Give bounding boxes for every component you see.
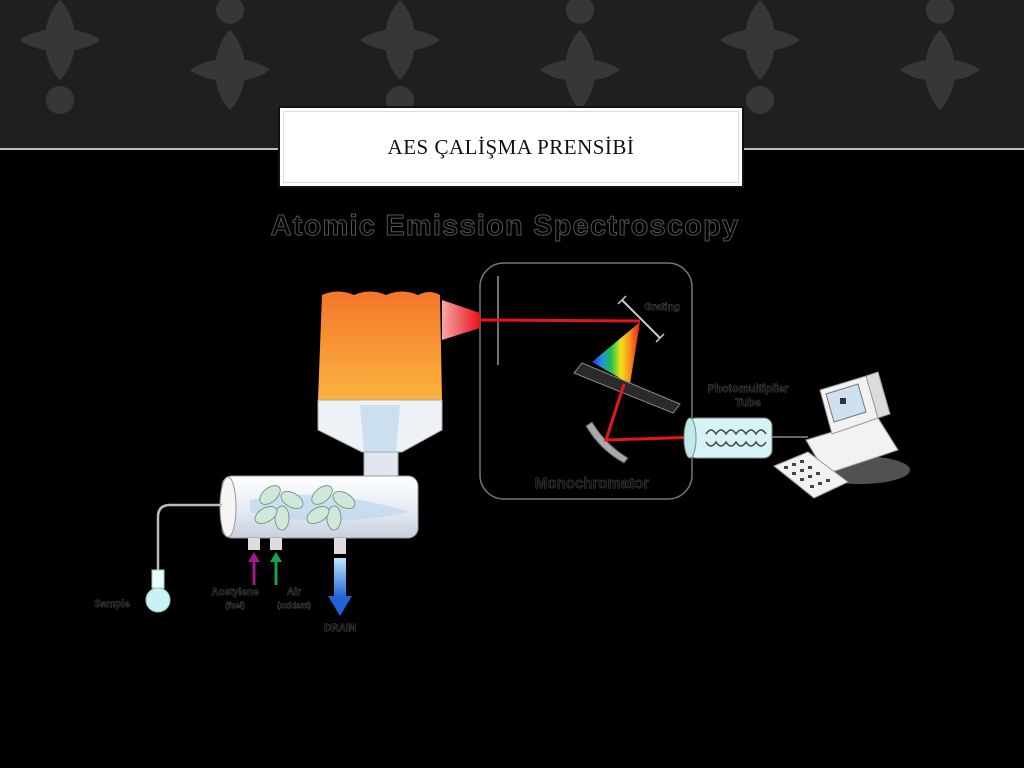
grating-icon bbox=[617, 295, 665, 343]
fuel-label: (fuel) bbox=[225, 601, 245, 610]
pmt-label-line1: Photomultiplier bbox=[708, 383, 789, 395]
pmt-label-line2: Tube bbox=[735, 397, 760, 409]
light-beam bbox=[479, 318, 641, 323]
acetylene-arrow bbox=[248, 552, 260, 585]
sample-capillary bbox=[156, 503, 222, 575]
air-arrow bbox=[270, 552, 282, 585]
burner-neck bbox=[363, 451, 399, 481]
monochromator-label: Monochromator bbox=[535, 475, 649, 492]
acetylene-label: Acetylene bbox=[211, 587, 259, 598]
sample-label: Sample bbox=[94, 599, 130, 610]
drain-port bbox=[334, 538, 346, 554]
sample-flask-icon bbox=[145, 569, 171, 613]
impeller-icon bbox=[254, 485, 356, 531]
spectrum-dispersion bbox=[592, 322, 640, 384]
oxidant-label: (oxidant) bbox=[277, 601, 311, 610]
focusing-mirror-icon bbox=[585, 421, 629, 464]
burner-spray bbox=[360, 405, 400, 452]
exit-slit-plate bbox=[573, 362, 681, 414]
flame bbox=[318, 291, 442, 400]
monochromator-box bbox=[479, 262, 693, 500]
grating-label: Grating bbox=[644, 302, 680, 313]
emission-beam-cone bbox=[442, 300, 480, 340]
damask-pattern bbox=[20, 0, 980, 114]
dispersed-beam bbox=[603, 383, 701, 442]
slide-title-box: AES ÇALİŞMA PRENSİBİ bbox=[278, 106, 744, 188]
acetylene-port bbox=[248, 538, 260, 550]
drain-label: DRAIN bbox=[324, 623, 356, 634]
keyboard-icon bbox=[773, 451, 849, 499]
photomultiplier-tube-icon bbox=[683, 417, 773, 459]
chamber-end-cap bbox=[219, 476, 237, 538]
slide-title: AES ÇALİŞMA PRENSİBİ bbox=[387, 134, 635, 159]
drain-arrow bbox=[328, 558, 352, 616]
air-label: Air bbox=[287, 587, 301, 598]
air-port bbox=[270, 538, 282, 550]
diagram-subtitle: Atomic Emission Spectroscopy bbox=[270, 210, 740, 243]
